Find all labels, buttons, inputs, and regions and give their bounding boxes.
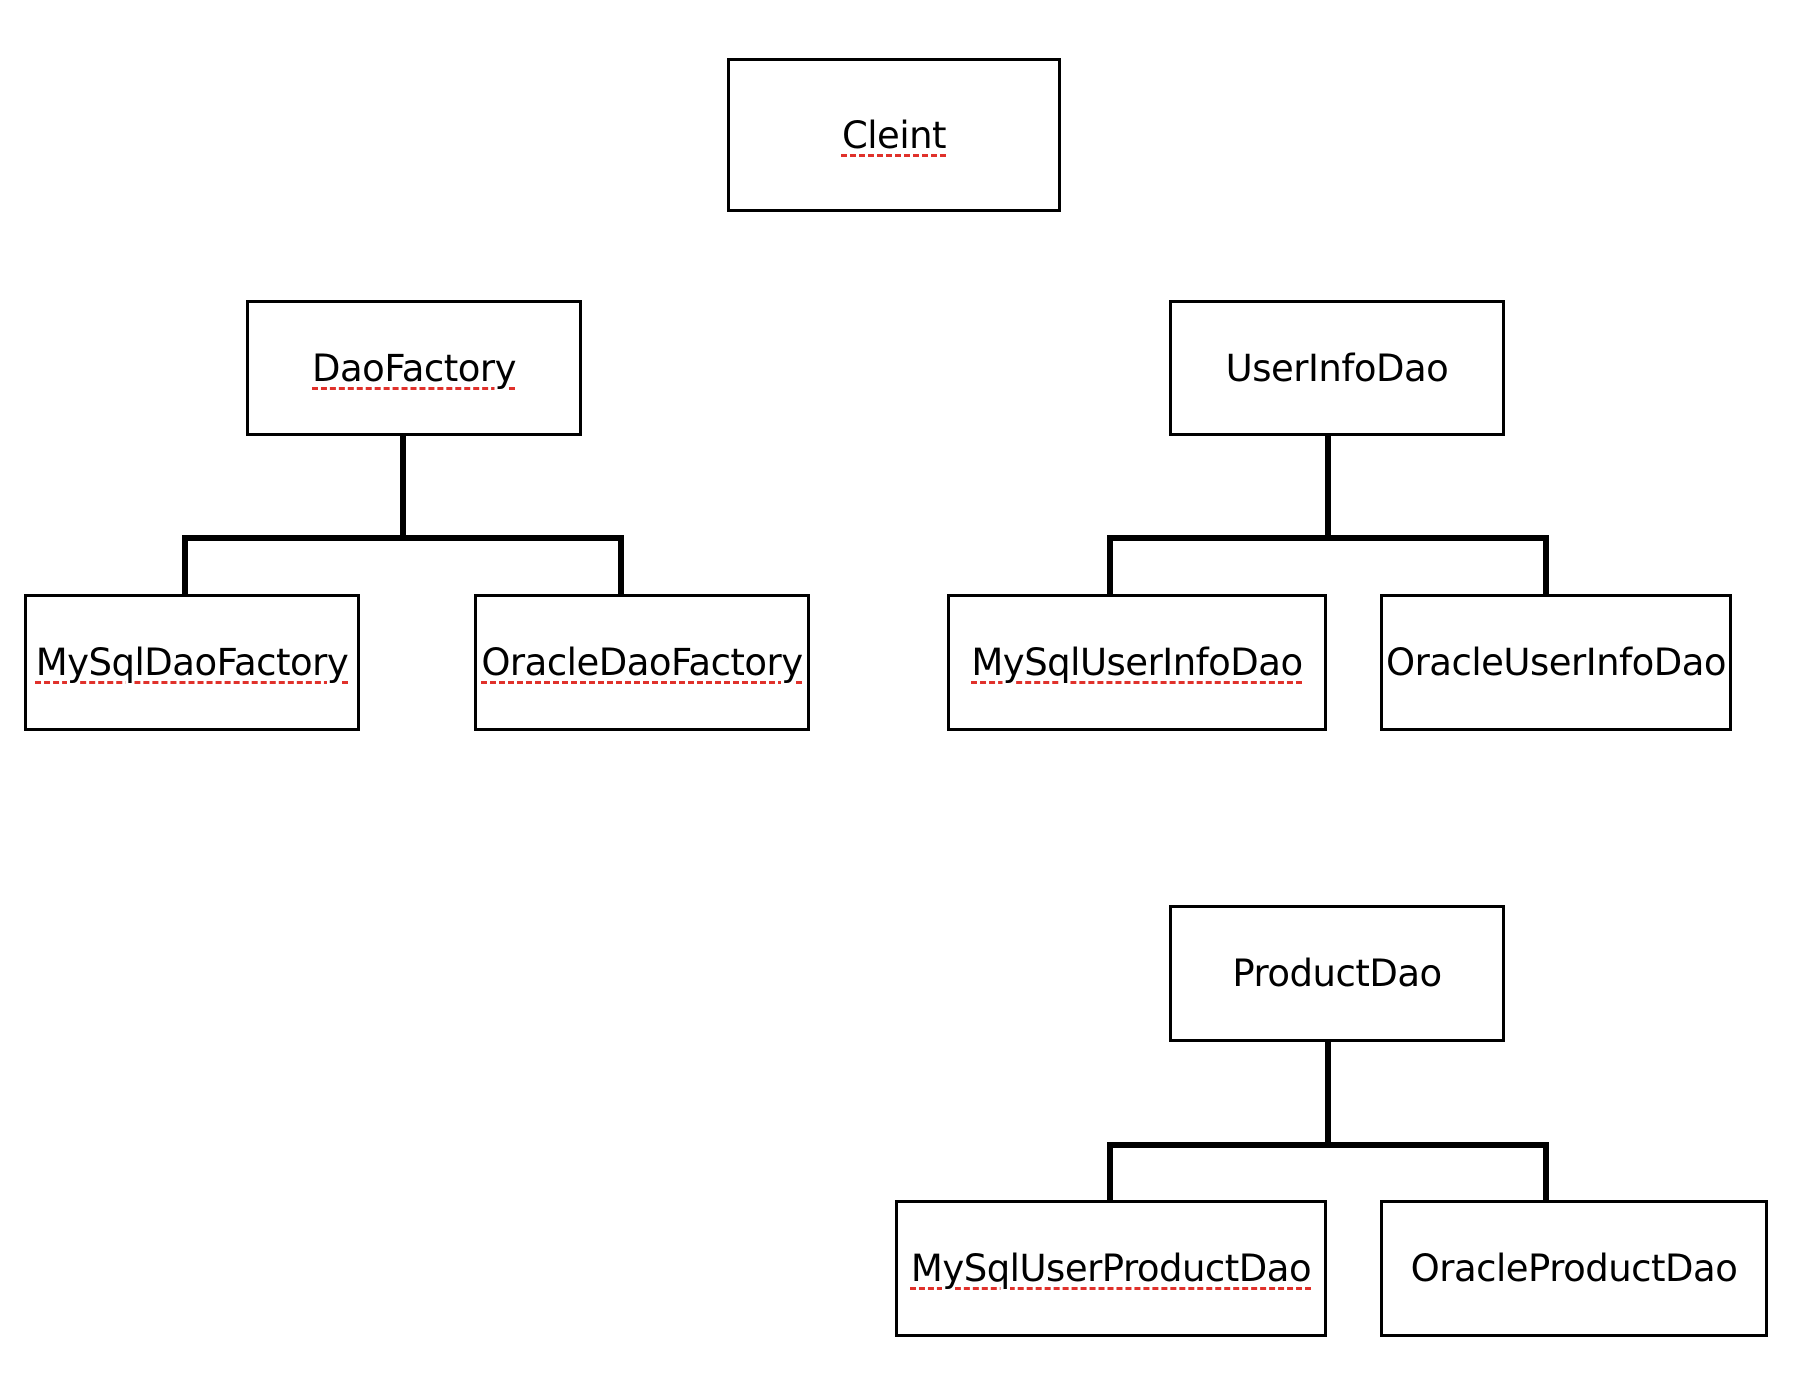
client-box: Cleint bbox=[727, 58, 1061, 212]
mysql-user-info-dao-box: MySqlUserInfoDao bbox=[947, 594, 1327, 731]
productdao-connector bbox=[1107, 1042, 1549, 1200]
oracle-user-info-dao-label: OracleUserInfoDao bbox=[1385, 641, 1727, 684]
dao-factory-box: DaoFactory bbox=[246, 300, 582, 436]
oracle-product-dao-label: OracleProductDao bbox=[1410, 1247, 1738, 1290]
product-dao-label: ProductDao bbox=[1232, 952, 1442, 995]
userinfodao-connector bbox=[1107, 436, 1549, 594]
dao-factory-label: DaoFactory bbox=[312, 346, 516, 390]
mysql-user-product-dao-box: MySqlUserProductDao bbox=[895, 1200, 1327, 1337]
oracle-product-dao-box: OracleProductDao bbox=[1380, 1200, 1768, 1337]
mysql-user-info-dao-label: MySqlUserInfoDao bbox=[971, 641, 1303, 684]
mysql-dao-factory-label: MySqlDaoFactory bbox=[35, 641, 349, 684]
user-info-dao-box: UserInfoDao bbox=[1169, 300, 1505, 436]
mysql-user-product-dao-label: MySqlUserProductDao bbox=[910, 1247, 1312, 1290]
daofactory-connector bbox=[182, 436, 624, 594]
oracle-dao-factory-box: OracleDaoFactory bbox=[474, 594, 810, 731]
mysql-dao-factory-box: MySqlDaoFactory bbox=[24, 594, 360, 731]
user-info-dao-label: UserInfoDao bbox=[1225, 346, 1449, 390]
client-label: Cleint bbox=[841, 113, 947, 157]
product-dao-box: ProductDao bbox=[1169, 905, 1505, 1042]
oracle-user-info-dao-box: OracleUserInfoDao bbox=[1380, 594, 1732, 731]
oracle-dao-factory-label: OracleDaoFactory bbox=[481, 641, 803, 684]
